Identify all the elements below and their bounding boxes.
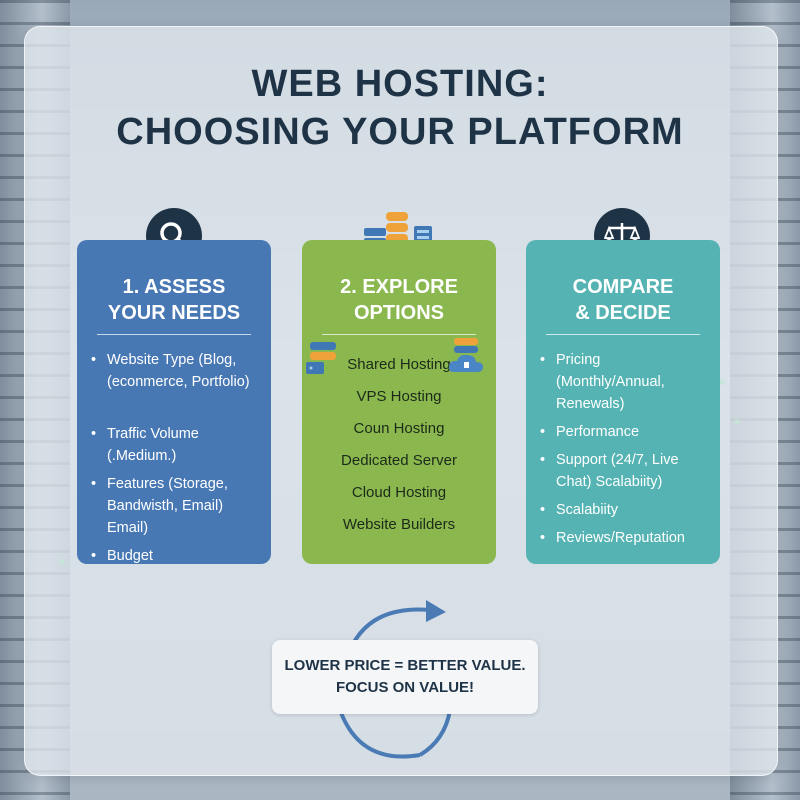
options-list: Shared Hosting VPS Hosting Coun Hosting … <box>302 349 496 541</box>
card-title-line-1: 2. EXPLORE <box>340 276 458 298</box>
page-title: WEB HOSTING: CHOOSING YOUR PLATFORM <box>0 60 800 156</box>
card-title-line-2: YOUR NEEDS <box>107 302 241 324</box>
title-line-2: CHOOSING YOUR PLATFORM <box>116 111 684 153</box>
list-item: Cloud Hosting <box>351 484 447 501</box>
divider <box>97 334 251 335</box>
list-item: Traffic Volume (.Medium.) <box>91 423 261 467</box>
list-item: Website Builders <box>342 516 456 533</box>
card-title: 2. EXPLORE OPTIONS <box>302 274 496 326</box>
card-title-line-1: 1. ASSESS <box>122 276 226 298</box>
list-item: Performance <box>540 421 710 443</box>
list-item: Support (24/7, Live Chat) Scalabiity) <box>540 449 710 493</box>
callout-line-2: FOCUS ON VALUE! <box>335 679 475 696</box>
list-item: Dedicated Server <box>341 452 457 469</box>
needs-list: Website Type (Blog, (econmerce, Portfoli… <box>77 349 271 567</box>
list-item: Coun Hosting <box>353 420 445 437</box>
cloud-server-icon <box>446 336 486 383</box>
card-title-line-2: OPTIONS <box>353 302 444 324</box>
value-callout: LOWER PRICE = BETTER VALUE. FOCUS ON VAL… <box>272 640 538 714</box>
list-item: Scalabiity <box>540 499 710 521</box>
list-item: Budget <box>91 545 261 567</box>
callout-line-1: LOWER PRICE = BETTER VALUE. <box>284 657 526 674</box>
divider <box>546 334 700 335</box>
list-item: Shared Hosting <box>347 356 451 373</box>
list-item: Reviews/Reputation <box>540 527 710 549</box>
compare-decide-card: COMPARE & DECIDE Pricing (Monthly/Annual… <box>526 240 720 564</box>
card-title-line-1: COMPARE <box>572 276 674 298</box>
list-item: VPS Hosting <box>356 388 442 405</box>
list-item: Features (Storage, Bandwisth, Email) Ema… <box>91 473 261 539</box>
explore-options-card: 2. EXPLORE OPTIONS Shared Hosting VPS Ho… <box>302 240 496 564</box>
card-title: COMPARE & DECIDE <box>526 274 720 326</box>
card-title: 1. ASSESS YOUR NEEDS <box>77 274 271 326</box>
criteria-list: Pricing (Monthly/Annual, Renewals) Perfo… <box>526 349 720 549</box>
server-icon <box>304 340 340 383</box>
list-item: Website Type (Blog, (econmerce, Portfoli… <box>91 349 261 393</box>
card-title-line-2: & DECIDE <box>575 302 671 324</box>
assess-needs-card: 1. ASSESS YOUR NEEDS Website Type (Blog,… <box>77 240 271 567</box>
divider <box>322 334 476 335</box>
list-item: Pricing (Monthly/Annual, Renewals) <box>540 349 710 415</box>
title-line-1: WEB HOSTING: <box>251 63 549 105</box>
